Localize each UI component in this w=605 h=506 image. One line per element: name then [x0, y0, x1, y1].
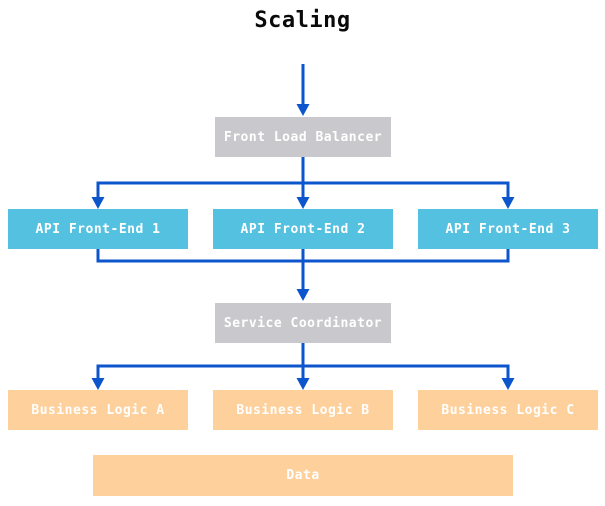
diagram-title: Scaling [254, 8, 351, 33]
node-service-coordinator: Service Coordinator [215, 303, 391, 343]
fanout-balancer-to-apis [91, 157, 515, 209]
node-business-logic-a: Business Logic A [8, 390, 188, 430]
node-api-front-end-1: API Front-End 1 [8, 209, 188, 249]
fanout-coordinator-to-logic [91, 343, 515, 390]
arrow-title-to-balancer [296, 64, 310, 116]
fanin-apis-to-coordinator [96, 249, 510, 301]
node-business-logic-b: Business Logic B [213, 390, 393, 430]
node-front-load-balancer: Front Load Balancer [215, 117, 391, 157]
node-api-front-end-3: API Front-End 3 [418, 209, 598, 249]
node-data: Data [93, 455, 513, 496]
node-api-front-end-2: API Front-End 2 [213, 209, 393, 249]
node-business-logic-c: Business Logic C [418, 390, 598, 430]
